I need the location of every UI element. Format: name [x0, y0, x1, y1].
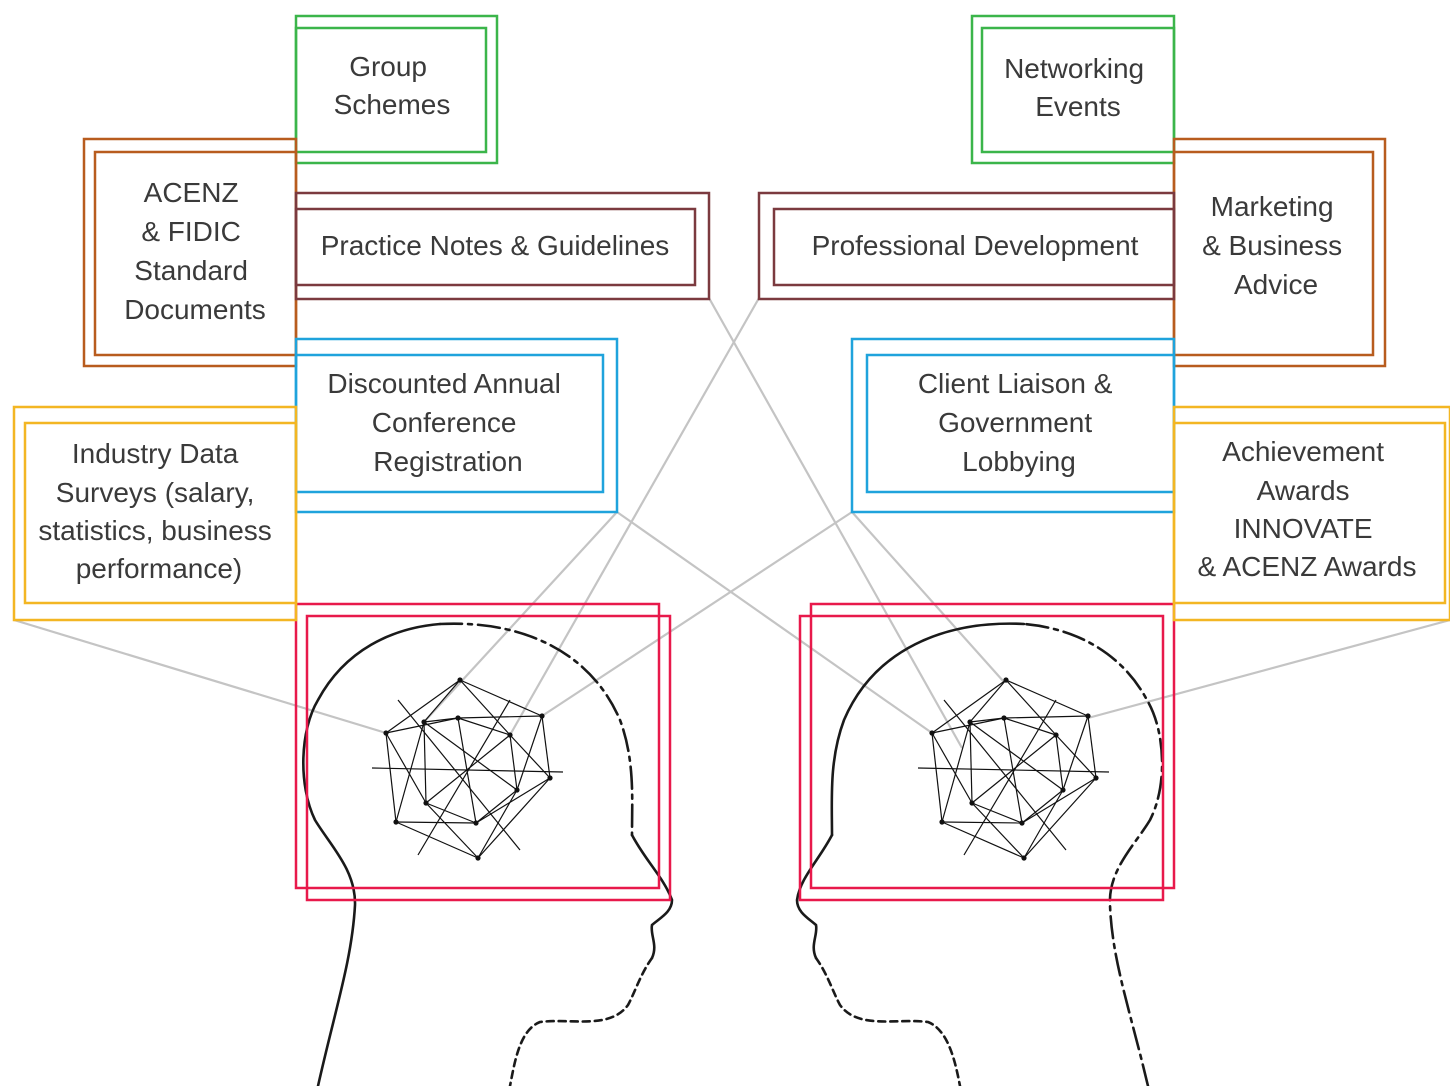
box-discounted-conference: Discounted Annual Conference Registratio…: [294, 337, 619, 514]
right-head: [795, 622, 1164, 1086]
marketing-advice-label: Marketing & Business Advice: [1202, 191, 1350, 300]
right-head-face-profile: [795, 833, 834, 960]
practice-notes-label: Practice Notes & Guidelines: [321, 230, 670, 261]
box-acenz-fidic: ACENZ & FIDIC Standard Documents: [82, 137, 298, 368]
left-head-chin-profile: [508, 956, 654, 1086]
industry-data-label: Industry Data Surveys (salary, statistic…: [38, 438, 279, 584]
right-head-back-profile: [1022, 622, 1164, 1086]
right-head-frame: [798, 602, 1176, 902]
left-head-frame: [294, 602, 672, 902]
left-head-top-profile: [438, 622, 634, 837]
box-practice-notes: Practice Notes & Guidelines: [294, 191, 711, 301]
left-head-face-profile: [630, 833, 674, 960]
connector-lines: [13, 297, 1450, 749]
connector-client-liaison-to-right: [851, 511, 1005, 683]
box-achievement-awards: Achievement Awards INNOVATE & ACENZ Awar…: [1172, 405, 1450, 622]
connector-client-liaison: [541, 511, 853, 717]
box-client-liaison: Client Liaison & Government Lobbying: [850, 337, 1176, 514]
connector-achievement-awards: [1087, 618, 1450, 720]
networking-events-label: Networking Events: [1004, 53, 1152, 122]
box-professional-development: Professional Development: [757, 191, 1176, 301]
left-brain-network-icon: [371, 677, 564, 861]
box-industry-data: Industry Data Surveys (salary, statistic…: [12, 405, 298, 622]
professional-development-label: Professional Development: [812, 230, 1139, 261]
connector-professional-development: [509, 297, 760, 736]
connector-discounted-conference-to-right: [616, 511, 933, 734]
left-head-back-profile: [302, 622, 442, 1086]
connector-industry-data: [13, 618, 387, 735]
box-marketing-advice: Marketing & Business Advice: [1172, 137, 1387, 368]
box-networking-events: Networking Events: [970, 14, 1176, 165]
left-head: [302, 622, 674, 1086]
box-group-schemes: Group Schemes: [294, 14, 499, 165]
connector-practice-notes: [708, 297, 963, 749]
acenz-fidic-label: ACENZ & FIDIC Standard Documents: [124, 177, 266, 325]
group-schemes-label: Group Schemes: [334, 51, 451, 120]
discounted-conference-label: Discounted Annual Conference Registratio…: [327, 368, 568, 477]
right-head-top-profile: [830, 622, 1026, 837]
right-brain-network-icon: [917, 677, 1110, 861]
right-head-chin-profile: [814, 956, 962, 1086]
client-liaison-label: Client Liaison & Government Lobbying: [918, 368, 1120, 477]
achievement-awards-label: Achievement Awards INNOVATE & ACENZ Awar…: [1198, 436, 1417, 582]
